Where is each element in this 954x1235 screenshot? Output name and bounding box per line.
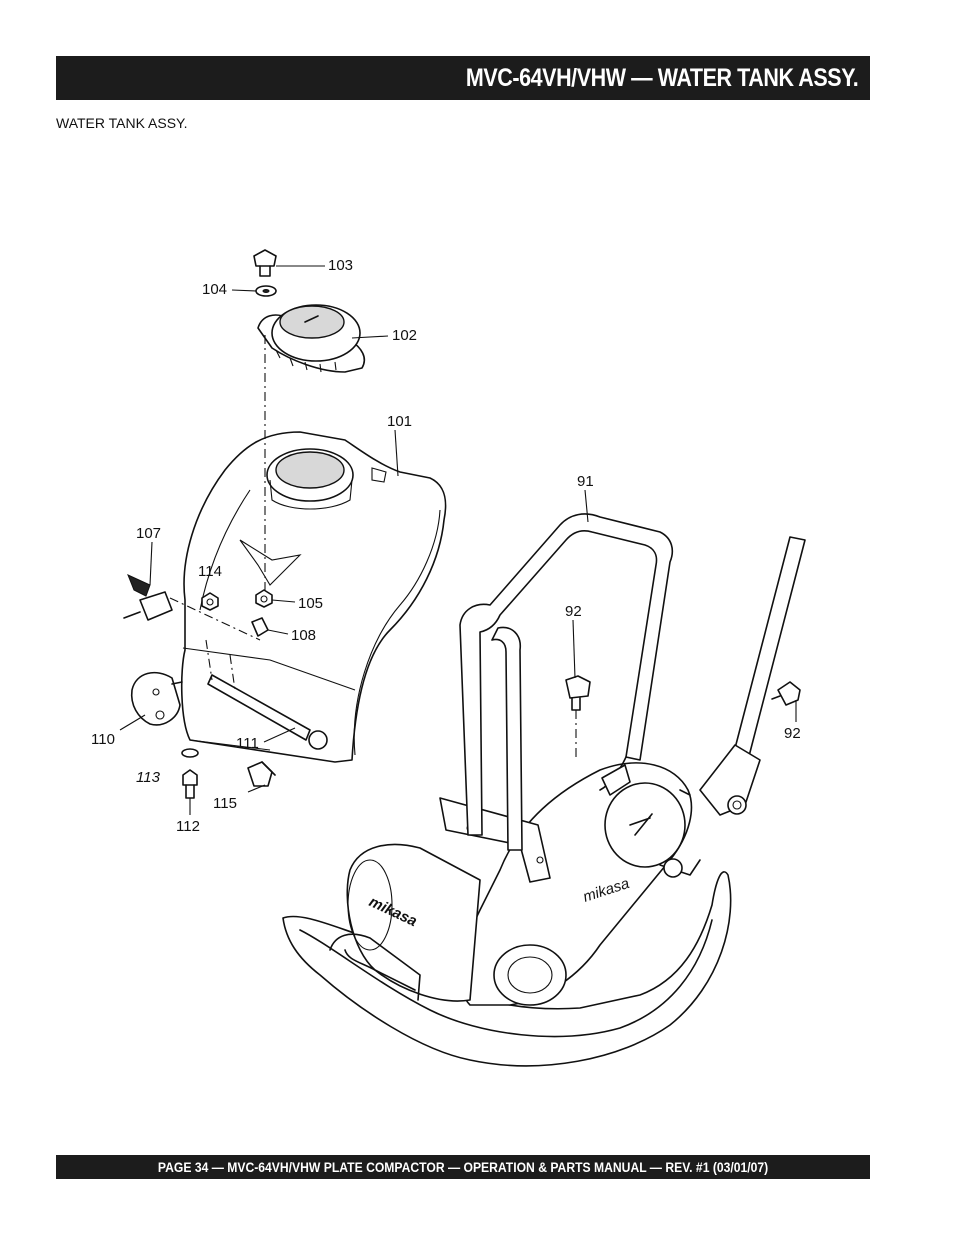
callout-91: 91	[577, 473, 594, 490]
plate-compactor-illustration: mikasa mikasa	[282, 536, 806, 1067]
callout-101: 101	[387, 413, 412, 430]
callout-113: 113	[136, 769, 161, 786]
part-114-nut	[201, 592, 219, 611]
part-103-bolt	[253, 249, 277, 277]
callout-108: 108	[291, 627, 316, 644]
page-title: MVC-64VH/VHW — WATER TANK ASSY.	[465, 63, 859, 92]
callout-102: 102	[392, 327, 417, 344]
part-102-tank-cap	[257, 304, 366, 600]
callout-labels: 103 104 102 101 91 107 114 105 108 92 92…	[91, 257, 801, 835]
callout-105: 105	[298, 595, 323, 612]
callout-92-right: 92	[784, 725, 801, 742]
callout-114: 114	[198, 563, 222, 580]
part-113-washer	[181, 748, 199, 758]
section-label: WATER TANK ASSY.	[56, 115, 188, 131]
part-110-knob	[130, 671, 183, 726]
callout-104: 104	[202, 281, 227, 298]
callout-110: 110	[91, 731, 115, 748]
callout-103: 103	[328, 257, 353, 274]
callout-leader-lines	[119, 265, 797, 815]
callout-92-center: 92	[565, 603, 582, 620]
callout-115: 115	[213, 795, 237, 812]
callout-112: 112	[176, 818, 200, 835]
part-104-washer	[255, 285, 277, 297]
part-112-bolt	[182, 769, 198, 799]
callout-111: 111	[236, 735, 259, 752]
page-footer-bar: PAGE 34 — MVC-64VH/VHW PLATE COMPACTOR —…	[56, 1155, 870, 1179]
part-92-bolt-center	[565, 675, 591, 760]
part-101-water-tank	[180, 431, 447, 763]
part-105-nut	[255, 589, 273, 608]
page-footer-text: PAGE 34 — MVC-64VH/VHW PLATE COMPACTOR —…	[157, 1159, 769, 1175]
page-title-bar: MVC-64VH/VHW — WATER TANK ASSY.	[56, 56, 870, 100]
part-115-plug	[247, 761, 276, 787]
part-91-frame	[459, 513, 674, 851]
part-107-drain-valve	[123, 574, 261, 641]
callout-107: 107	[136, 525, 161, 542]
